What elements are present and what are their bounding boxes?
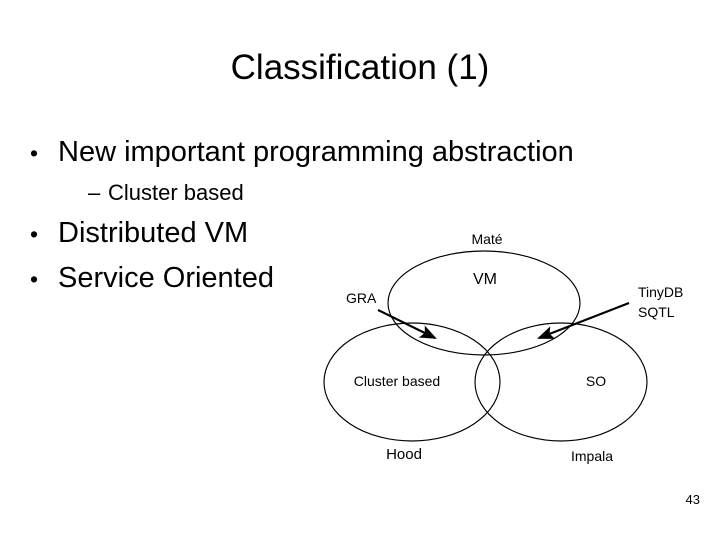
- venn-outside-label-impala: Impala: [571, 448, 613, 464]
- bullet-text: Service Oriented: [58, 262, 274, 294]
- bullet-item-3: • Distributed VM: [30, 211, 690, 256]
- venn-label-so: SO: [586, 373, 606, 389]
- callout-label-sqtl: SQTL: [638, 304, 675, 320]
- venn-label-cluster: Cluster based: [354, 373, 440, 389]
- venn-circle-vm: [387, 250, 581, 356]
- venn-circle-so: [474, 322, 648, 442]
- venn-outside-label-hood: Hood: [386, 446, 422, 463]
- bullet-marker-icon: •: [30, 140, 39, 166]
- bullet-item-4: • Service Oriented: [30, 256, 690, 301]
- venn-label-vm: VM: [473, 271, 497, 288]
- bullet-marker-icon: •: [30, 221, 39, 247]
- slide-page-number: 43: [685, 492, 700, 507]
- body-bullet-list: • New important programming abstraction …: [30, 130, 690, 301]
- bullet-marker-icon: •: [30, 266, 39, 292]
- bullet-text: Distributed VM: [58, 217, 249, 249]
- page-title: Classification (1): [230, 48, 490, 87]
- venn-outside-label-mate: Maté: [471, 231, 502, 247]
- callout-arrow-gra: [377, 309, 437, 339]
- bullet-text: Cluster based: [108, 180, 244, 205]
- bullet-text: New important programming abstraction: [58, 136, 574, 168]
- callout-label-gra: GRA: [346, 290, 377, 306]
- callout-label-tinydb: TinyDB: [638, 284, 683, 300]
- bullet-item-2: – Cluster based: [88, 175, 690, 211]
- dash-marker-icon: –: [88, 180, 101, 205]
- venn-diagram: VM Cluster based SO Maté Hood Impala GRA…: [320, 218, 710, 483]
- bullet-item-1: • New important programming abstraction: [30, 130, 690, 175]
- venn-circle-cluster: [323, 322, 501, 442]
- callout-arrow-tinydb: [537, 302, 630, 339]
